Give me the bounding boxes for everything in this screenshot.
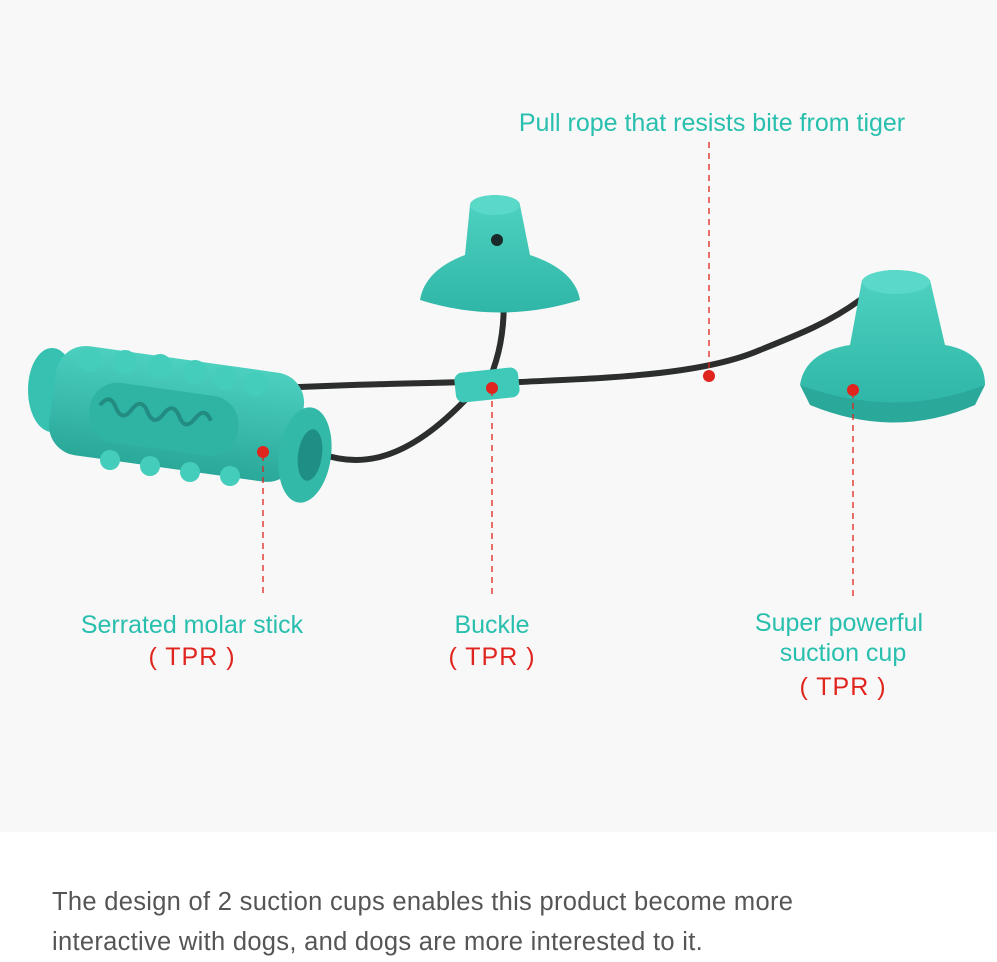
- marker-rope: [703, 370, 715, 382]
- product-caption: The design of 2 suction cups enables thi…: [52, 882, 972, 962]
- stick-label: Serrated molar stick: [80, 611, 304, 639]
- suction-cup-right: [800, 270, 985, 423]
- marker-stick: [257, 446, 269, 458]
- serrated-molar-stick: [28, 345, 332, 503]
- cup-label-line2: suction cup: [779, 639, 907, 667]
- suction-cup-middle: [420, 195, 580, 313]
- stick-material: ( TPR ): [148, 643, 236, 671]
- callout-markers: [257, 370, 859, 458]
- caption-line-2: interactive with dogs, and dogs are more…: [52, 928, 703, 956]
- buckle-label: Buckle: [454, 611, 530, 639]
- marker-buckle: [486, 382, 498, 394]
- toy-illustration: [28, 142, 985, 598]
- caption-line-1: The design of 2 suction cups enables thi…: [52, 888, 794, 916]
- cup-label-line1: Super powerful: [754, 609, 924, 637]
- rope-label: Pull rope that resists bite from tiger: [518, 109, 906, 137]
- marker-cup: [847, 384, 859, 396]
- buckle-material: ( TPR ): [448, 643, 536, 671]
- cup-material: ( TPR ): [799, 673, 887, 701]
- callout-lines: [262, 142, 854, 598]
